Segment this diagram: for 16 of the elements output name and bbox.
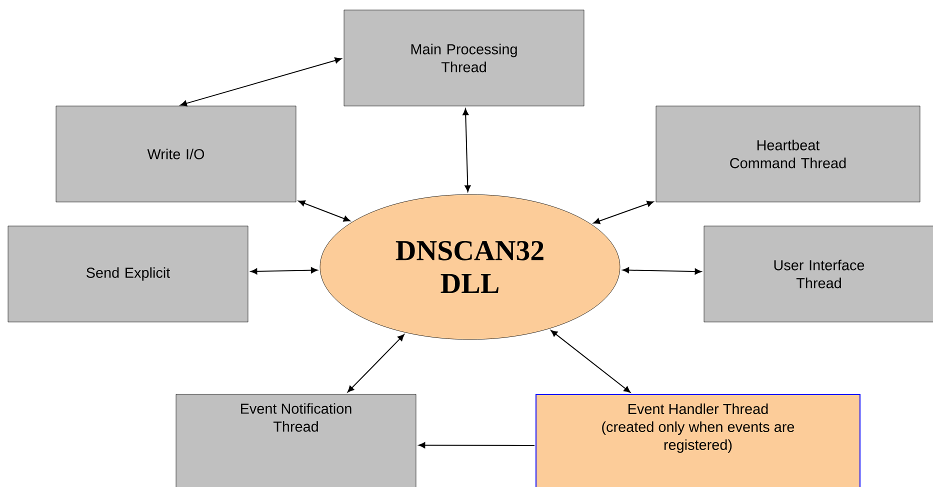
process-box: Event Notification Thread bbox=[176, 394, 416, 487]
arrow bbox=[250, 267, 318, 274]
process-box: Main Processing Thread bbox=[344, 10, 584, 106]
process-box: User Interface Thread bbox=[704, 226, 933, 322]
arrow bbox=[298, 200, 350, 222]
process-box: Heartbeat Command Thread bbox=[656, 106, 920, 202]
arrow bbox=[593, 200, 654, 224]
arrow bbox=[622, 267, 702, 275]
arrow bbox=[550, 330, 631, 393]
arrow bbox=[347, 334, 404, 392]
arrow bbox=[462, 108, 471, 192]
process-box: Event Handler Thread (created only when events are registered) bbox=[536, 394, 860, 487]
process-box: Write I/O bbox=[56, 106, 296, 202]
arrow bbox=[418, 442, 535, 448]
arrow bbox=[180, 57, 342, 106]
process-box: Send Explicit bbox=[8, 226, 248, 322]
